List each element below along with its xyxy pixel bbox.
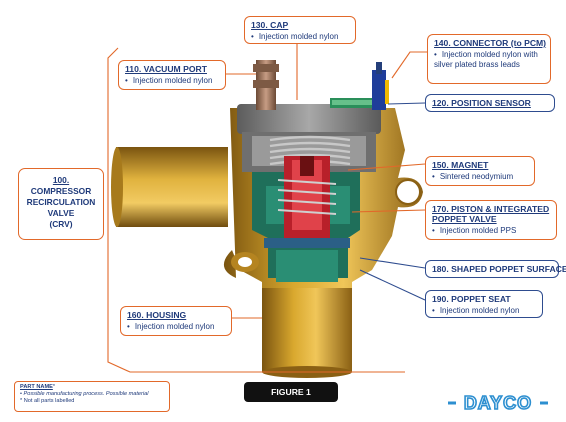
piston-title: 170. PISTON & INTEGRATED POPPET VALVE: [432, 204, 550, 224]
leader-lines: [107, 38, 427, 373]
crv-line-5: (CRV): [49, 219, 73, 229]
vacuum-port: [253, 60, 279, 110]
poppet-seat-detail: Injection molded nylon: [432, 306, 536, 316]
inlet-tube: [111, 147, 228, 227]
connector-title: 140. CONNECTOR (to PCM): [434, 38, 547, 48]
piston: [284, 156, 330, 238]
legend-note: * Not all parts labelled: [20, 398, 75, 404]
crv-line-2: COMPRESSOR: [30, 186, 92, 196]
poppet-seat: [264, 238, 350, 282]
callout-crv: 100. COMPRESSOR RECIRCULATION VALVE (CRV…: [18, 168, 104, 240]
process-line: Possible manufacturing process. Possible…: [23, 391, 149, 397]
position-sensor-title: 120. POSITION SENSOR: [432, 98, 531, 108]
piston-detail: Injection molded PPS: [432, 226, 550, 236]
cap-detail: Injection molded nylon: [251, 32, 349, 42]
connector-detail: Injection molded nylon with silver plate…: [434, 50, 544, 70]
callout-poppet-surface: 180. SHAPED POPPET SURFACE: [425, 260, 566, 278]
magnet-title: 150. MAGNET: [432, 160, 489, 170]
poppet-seat-title: 190. POPPET SEAT: [432, 294, 511, 304]
crv-line-3: RECIRCULATION: [26, 197, 96, 207]
callout-vacuum-port: 110. VACUUM PORT Injection molded nylon: [118, 60, 226, 90]
callout-housing: 160. HOUSING Injection molded nylon: [120, 306, 232, 336]
cap-title: 130. CAP: [251, 20, 289, 30]
outlet-tube: [262, 288, 352, 378]
crv-line-4: VALVE: [47, 208, 75, 218]
part-name-legend: PART NAME* • Possible manufacturing proc…: [14, 381, 170, 412]
figure-label: FIGURE 1: [244, 382, 338, 402]
callout-position-sensor: 120. POSITION SENSOR: [425, 94, 555, 112]
poppet-surface-title: 180. SHAPED POPPET SURFACE: [432, 264, 566, 274]
vacuum-port-detail: Injection molded nylon: [125, 76, 219, 86]
magnet-detail: Sintered neodymium: [432, 172, 528, 182]
callout-connector: 140. CONNECTOR (to PCM) Injection molded…: [427, 34, 551, 84]
callout-magnet: 150. MAGNET Sintered neodymium: [425, 156, 535, 186]
callout-piston: 170. PISTON & INTEGRATED POPPET VALVE In…: [425, 200, 557, 240]
vacuum-port-title: 110. VACUUM PORT: [125, 64, 207, 74]
position-sensor: [330, 98, 386, 108]
callout-poppet-seat: 190. POPPET SEAT Injection molded nylon: [425, 290, 543, 318]
inner-spring: [277, 179, 337, 215]
logo-text: DAYCO: [464, 393, 532, 413]
blue-leader-lines: [359, 102, 426, 301]
part-name-label: PART NAME: [20, 384, 53, 390]
crv-number: 100.: [52, 175, 70, 185]
housing-detail: Injection molded nylon: [127, 322, 225, 332]
connector: [372, 62, 389, 110]
dayco-logo: DAYCO: [448, 392, 548, 414]
callout-cap: 130. CAP Injection molded nylon: [244, 16, 356, 44]
housing-title: 160. HOUSING: [127, 310, 187, 320]
